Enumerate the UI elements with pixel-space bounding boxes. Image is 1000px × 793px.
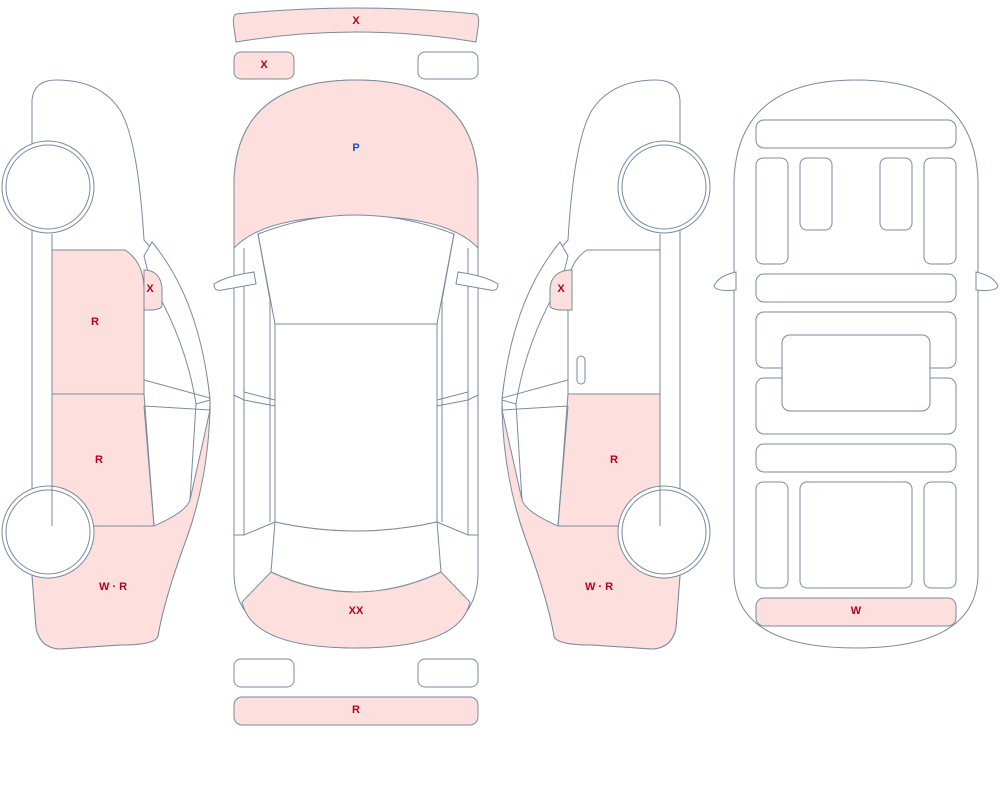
- under-panel-mid-front[interactable]: [755, 273, 957, 303]
- left-mirror-under: [713, 271, 737, 291]
- label-right-mirror: X: [557, 283, 565, 295]
- left-front-door-panel[interactable]: [51, 249, 145, 395]
- right-front-wheel-inner: [621, 144, 707, 230]
- under-panel-fl[interactable]: [755, 157, 789, 265]
- right-mirror-top[interactable]: [455, 271, 499, 291]
- under-panel-fr[interactable]: [923, 157, 957, 265]
- left-b-pillar: [233, 391, 276, 407]
- underbody-view: W: [713, 79, 999, 649]
- left-side-view: R R W · R X: [1, 79, 211, 650]
- right-rear-wheel-inner: [621, 489, 707, 575]
- rear-window: [270, 521, 442, 593]
- rear-bumper-bottom-panel[interactable]: [233, 696, 479, 726]
- windshield: [257, 214, 455, 325]
- under-panel-center-box[interactable]: [781, 334, 931, 412]
- right-mirror-under: [975, 271, 999, 291]
- left-rear-fender-panel[interactable]: [31, 409, 211, 650]
- left-mirror-top[interactable]: [213, 271, 257, 291]
- right-door-handle: [576, 355, 586, 385]
- right-rear-fender-panel[interactable]: [501, 409, 681, 650]
- left-front-wheel: [1, 140, 95, 234]
- right-side-view: X R W · R: [501, 79, 711, 650]
- front-bumper-top-panel[interactable]: [232, 7, 480, 43]
- under-panel-rear-center[interactable]: [799, 481, 913, 589]
- under-panel-fl-inner[interactable]: [799, 157, 833, 231]
- under-panel-fr-inner[interactable]: [879, 157, 913, 231]
- front-right-fog-panel[interactable]: [417, 51, 479, 80]
- front-left-fog-panel[interactable]: [233, 51, 295, 80]
- right-rear-wheel: [617, 485, 711, 579]
- under-panel-rear-bumper[interactable]: [755, 597, 957, 627]
- right-door-edge: [515, 403, 569, 527]
- label-left-rear-fender: W · R: [99, 581, 127, 593]
- label-right-rear-fender: W · R: [585, 581, 613, 593]
- label-left-rear-door: R: [95, 454, 103, 466]
- label-underbody-rear: W: [851, 605, 862, 617]
- under-panel-front[interactable]: [755, 119, 957, 149]
- left-a-pillar: [257, 233, 271, 522]
- left-mirror-panel[interactable]: [143, 269, 163, 311]
- left-front-wheel-inner: [5, 144, 91, 230]
- label-front-bumper-top: X: [352, 15, 360, 27]
- left-rear-wheel: [1, 485, 95, 579]
- under-panel-rl[interactable]: [755, 481, 789, 589]
- label-front-left-fog: X: [260, 59, 268, 71]
- left-rear-wheel-inner: [5, 489, 91, 575]
- right-a-pillar: [441, 233, 455, 522]
- label-left-mirror: X: [146, 283, 154, 295]
- label-rear-bumper: XX: [349, 605, 364, 617]
- rear-bumper-panel[interactable]: [241, 571, 471, 649]
- left-belt-line: [143, 379, 211, 411]
- roof: [274, 323, 438, 532]
- left-door-edge: [143, 403, 197, 527]
- label-hood: P: [352, 142, 359, 154]
- rear-left-light-panel[interactable]: [233, 658, 295, 688]
- right-b-pillar: [436, 391, 479, 407]
- hood-panel[interactable]: [233, 79, 479, 250]
- right-belt-line: [501, 379, 569, 411]
- right-mirror-panel[interactable]: [549, 269, 573, 311]
- label-right-rear-door: R: [610, 454, 618, 466]
- label-rear-bumper-bottom: R: [352, 704, 360, 716]
- top-view: X X P XX R: [213, 7, 499, 726]
- right-front-wheel: [617, 140, 711, 234]
- label-left-front-door: R: [91, 316, 99, 328]
- under-panel-mid-rear[interactable]: [755, 443, 957, 473]
- rear-right-light-panel[interactable]: [417, 658, 479, 688]
- under-panel-rr[interactable]: [923, 481, 957, 589]
